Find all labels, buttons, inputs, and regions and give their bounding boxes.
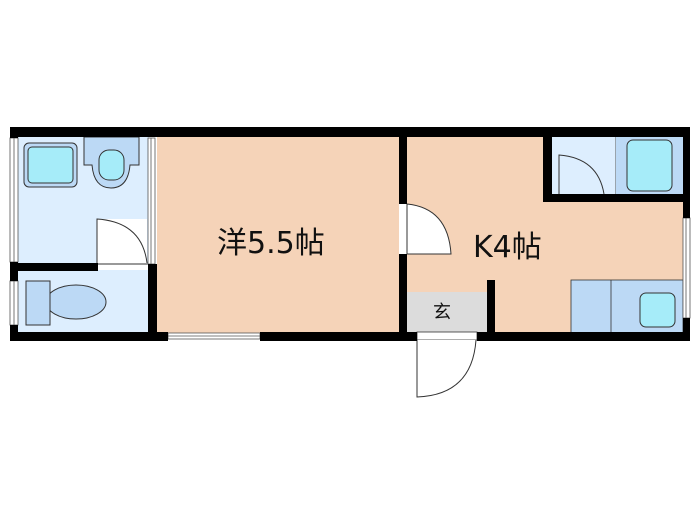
wall-right-top <box>683 127 690 218</box>
wall-top <box>10 127 690 137</box>
wall-bottom-right <box>477 332 690 341</box>
wall-left-top-stub <box>10 127 18 138</box>
wall-bath-western <box>148 264 157 341</box>
wall-western-kitchen-top <box>399 127 407 204</box>
entrance-label: 玄 <box>433 302 451 323</box>
bathroom-door-icon <box>96 218 148 265</box>
kitchen-label: K4帖 <box>473 230 542 265</box>
western-room-label: 洋5.5帖 <box>217 226 325 261</box>
wall-left-bottom <box>10 325 18 341</box>
wall-closet-bottom <box>543 194 690 202</box>
wall-entrance-right <box>487 280 495 341</box>
wall-left-mid <box>10 262 18 281</box>
wall-bottom-middle <box>260 332 417 341</box>
wall-closet-left <box>543 127 552 202</box>
toilet-icon <box>25 280 107 326</box>
closet-door-icon <box>558 137 617 195</box>
entrance-door-icon <box>416 331 478 398</box>
right-window-icon <box>682 217 691 319</box>
entrance-floor <box>407 292 487 333</box>
wall-bath-toilet <box>10 263 98 271</box>
bottom-window-icon <box>167 332 261 340</box>
wall-western-kitchen-bottom <box>399 254 407 341</box>
interior-door-icon <box>399 203 452 255</box>
bathtub-icon <box>23 142 78 188</box>
kitchen-counter-icon <box>570 279 684 334</box>
interior-window-icon <box>147 137 156 265</box>
wall-right-bottom <box>683 318 690 341</box>
wall-bottom-left <box>10 332 168 341</box>
washing-machine-icon <box>616 137 683 194</box>
washbasin-icon <box>83 136 140 189</box>
western-room-floor <box>157 136 399 333</box>
left-window-icon <box>9 137 19 326</box>
